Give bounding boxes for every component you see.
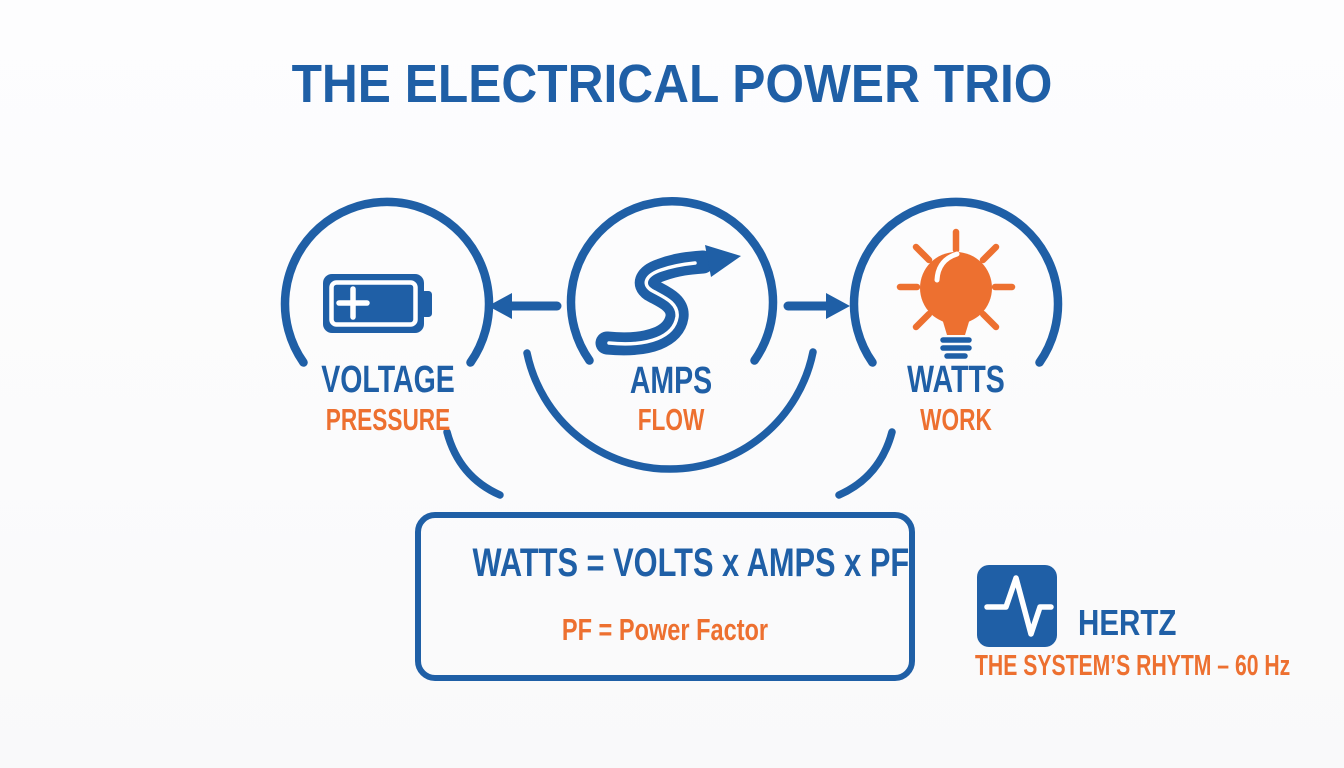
right-connector-arc xyxy=(835,428,896,499)
arrow-left-icon xyxy=(488,293,562,319)
watts-label: WATTS xyxy=(907,359,1005,401)
amps-sublabel: FLOW xyxy=(637,402,705,437)
watts-sublabel: WORK xyxy=(920,402,992,437)
amps-label: AMPS xyxy=(629,360,713,402)
hertz-subtitle: THE SYSTEM’S RHYTM – 60 Hz xyxy=(975,650,1291,682)
page-title: THE ELECTRICAL POWER TRIO xyxy=(291,54,1053,114)
winding-road-arrow-icon xyxy=(595,245,741,356)
watts-circle xyxy=(849,197,1063,367)
hertz-label: HERTZ xyxy=(1078,602,1177,643)
left-connector-arc xyxy=(443,428,504,499)
voltage-sublabel: PRESSURE xyxy=(325,402,451,437)
lightbulb-icon xyxy=(896,228,1016,359)
formula-note-text: PF = Power Factor xyxy=(561,612,769,647)
voltage-label: VOLTAGE xyxy=(321,359,455,401)
voltage-circle xyxy=(280,197,494,367)
center-arc xyxy=(523,348,817,473)
arrow-right-icon xyxy=(783,293,850,319)
lightbulb-base xyxy=(940,337,972,359)
battery-icon xyxy=(323,274,432,333)
amps-circle xyxy=(566,197,778,365)
lightbulb-rays xyxy=(896,228,1016,331)
formula-main-text: WATTS = VOLTS x AMPS x PF xyxy=(472,541,910,585)
waveform-icon xyxy=(977,565,1057,647)
formula-box xyxy=(415,512,915,681)
